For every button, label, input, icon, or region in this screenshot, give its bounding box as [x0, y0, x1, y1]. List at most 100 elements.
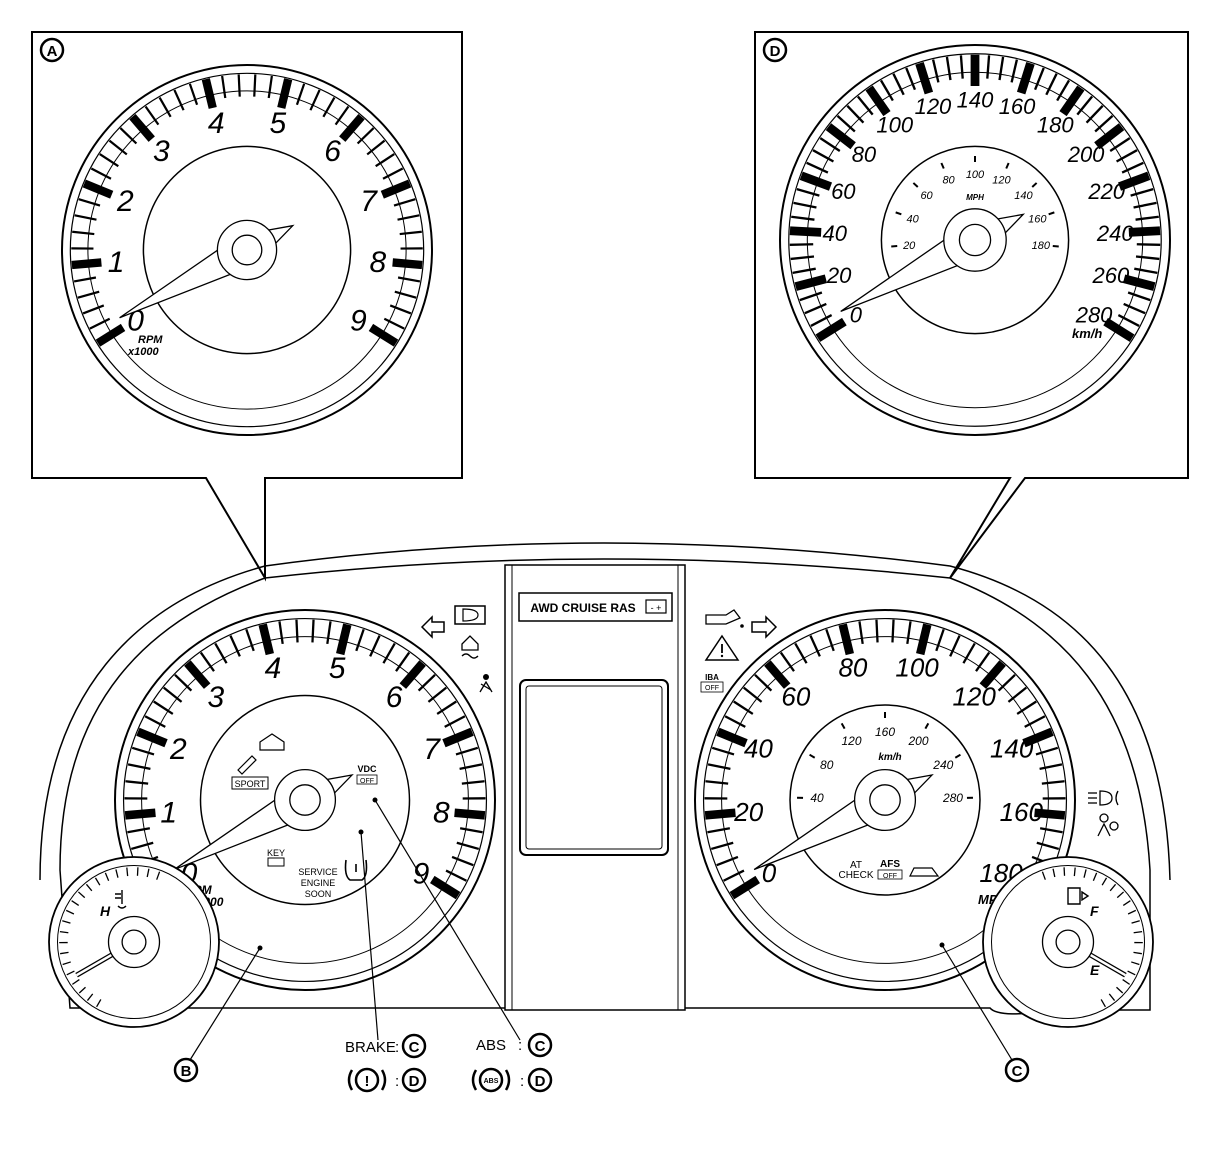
major-tick: [794, 274, 828, 291]
major-tick: [704, 808, 736, 820]
fuel-f-label: F: [1090, 903, 1099, 919]
major-tick: [336, 623, 352, 656]
small-gauge-tick: [96, 999, 102, 1008]
minor-tick: [399, 230, 422, 236]
major-tick: [201, 78, 217, 109]
minor-tick: [1045, 73, 1058, 96]
minor-tick: [949, 635, 961, 657]
vdc-indicator: VDC: [357, 764, 377, 774]
major-tick: [825, 123, 856, 150]
shift-lever-icon: [237, 755, 257, 775]
major-tick: [1117, 171, 1151, 191]
kmh-number: 260: [1092, 263, 1130, 288]
minor-tick: [382, 642, 396, 664]
minor-tick: [724, 715, 746, 728]
legend-brake: BRAKE : C ! : D: [345, 1033, 427, 1093]
minor-tick: [1035, 746, 1059, 756]
minor-tick: [356, 127, 375, 145]
mph-inner-number: 140: [1014, 190, 1033, 202]
cluster-mph-number: 40: [744, 734, 773, 764]
minor-tick: [733, 700, 754, 715]
cluster-kmh-tick: [924, 722, 930, 730]
minor-tick: [935, 628, 945, 652]
mph-inner-tick: [1031, 182, 1038, 188]
minor-tick: [131, 746, 155, 756]
major-tick: [82, 179, 114, 199]
cluster-tach-number: 8: [433, 796, 450, 829]
minor-tick: [1127, 291, 1151, 302]
kmh-number: 280: [1075, 302, 1113, 327]
cluster-tach-number: 9: [413, 857, 430, 890]
tach-number: 4: [208, 107, 225, 140]
kmh-number: 220: [1087, 179, 1125, 204]
small-gauge-tick: [156, 871, 161, 880]
cluster-tach-number: 2: [169, 733, 187, 766]
major-tick: [129, 113, 155, 142]
svg-text:OFF: OFF: [883, 873, 897, 880]
major-tick: [258, 623, 274, 656]
small-gauge-tick: [1127, 970, 1136, 976]
major-tick: [1022, 727, 1054, 748]
minor-tick: [253, 74, 257, 97]
minor-tick: [153, 700, 174, 715]
cluster-kmh-tick: [840, 722, 846, 730]
small-gauge-tick: [104, 872, 110, 881]
minor-tick: [389, 304, 412, 315]
minor-tick: [334, 105, 350, 126]
minor-tick: [158, 96, 172, 118]
small-gauge-tick: [1127, 909, 1137, 915]
cluster-mph-number: 140: [990, 734, 1034, 764]
fuel-e-label: E: [1090, 962, 1100, 978]
minor-tick: [1076, 95, 1094, 116]
small-gauge-tick: [62, 920, 71, 924]
small-gauge-tick: [146, 868, 150, 878]
minor-tick: [326, 621, 332, 645]
svg-text:ABS: ABS: [484, 1078, 499, 1085]
mph-inner-tick: [895, 211, 902, 216]
minor-tick: [445, 869, 467, 882]
major-tick: [1016, 61, 1035, 95]
mph-inner-number: 60: [920, 190, 933, 202]
minor-tick: [962, 642, 976, 664]
mph-inner-tick: [912, 182, 919, 188]
minor-tick: [1024, 715, 1046, 728]
minor-tick: [836, 115, 856, 133]
minor-tick: [214, 642, 228, 664]
mph-inner-number: 180: [1032, 240, 1051, 252]
gauge-tick-ring: [721, 636, 1049, 964]
tach-number: 7: [360, 185, 378, 218]
cluster-mph-number: 100: [895, 652, 939, 682]
cluster-mph-number: 20: [733, 797, 763, 827]
minor-tick: [707, 827, 731, 834]
gauge-tick-ring: [87, 90, 407, 410]
minor-tick: [1007, 686, 1027, 703]
svg-text:C: C: [535, 1038, 546, 1055]
major-tick: [136, 727, 168, 748]
small-gauge-tick: [66, 970, 75, 976]
small-gauge-tick: [78, 986, 86, 994]
service-line-3: SOON: [305, 889, 332, 899]
mph-inner-number: 20: [902, 240, 916, 252]
at-check-line-2: CHECK: [838, 870, 873, 881]
minor-tick: [804, 302, 827, 315]
major-tick: [124, 808, 156, 820]
minor-tick: [1039, 763, 1063, 771]
kmh-unit: km/h: [1072, 326, 1102, 341]
leader-lines: [189, 799, 1013, 1061]
minor-tick: [125, 780, 149, 785]
cluster-mph-number: 160: [1000, 797, 1044, 827]
kmh-number: 160: [999, 94, 1036, 119]
major-tick: [789, 226, 822, 237]
minor-tick: [891, 619, 895, 643]
needle-hub-cap: [289, 784, 321, 816]
cluster-kmh-number: 80: [820, 758, 834, 772]
kmh-number: 20: [826, 263, 852, 288]
at-check-line-1: AT: [850, 860, 862, 871]
needle-hub-cap: [231, 234, 263, 266]
kmh-number: 200: [1067, 142, 1105, 167]
minor-tick: [188, 83, 199, 106]
major-tick: [979, 660, 1006, 689]
minor-tick: [858, 621, 864, 645]
minor-tick: [199, 651, 215, 672]
